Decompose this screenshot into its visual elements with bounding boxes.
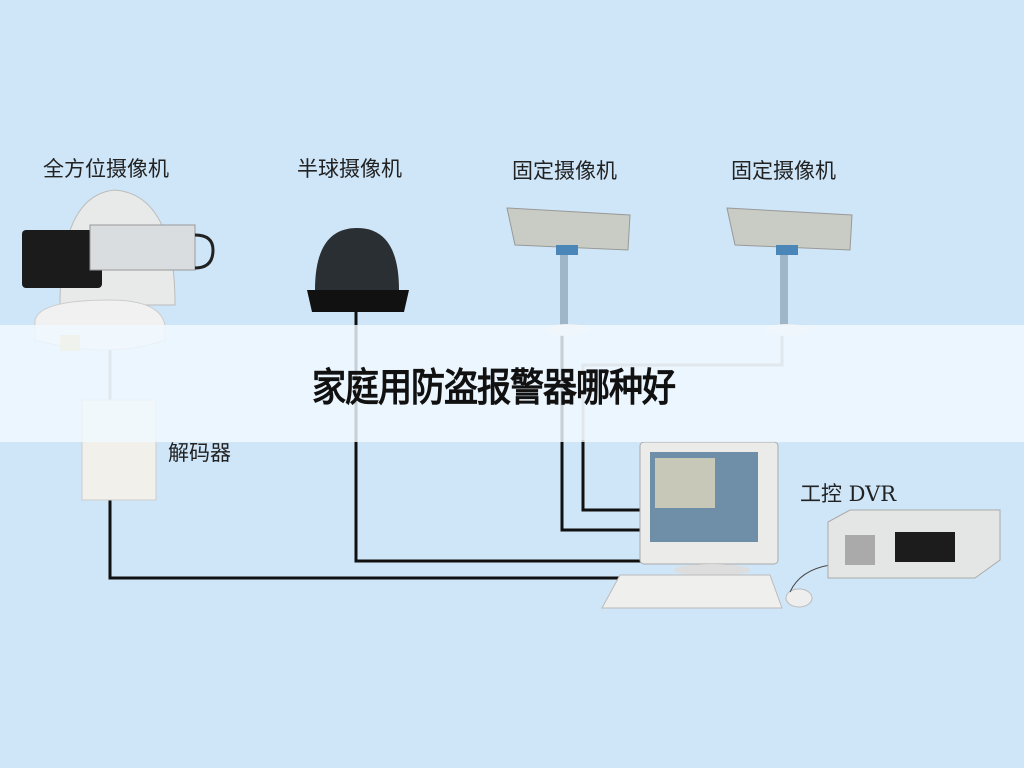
dvr-image: [827, 509, 1001, 579]
fixed-camera-2-image: [726, 207, 853, 336]
label-dome-camera: 半球摄像机: [297, 157, 402, 181]
label-fixed-camera-2: 固定摄像机: [731, 159, 836, 183]
label-fixed-camera-1: 固定摄像机: [512, 159, 617, 183]
dome-camera-image: [307, 228, 409, 312]
label-ptz-camera: 全方位摄像机: [43, 157, 169, 181]
title-band: [0, 325, 1024, 442]
fixed-camera-1-image: [506, 207, 631, 336]
label-dvr: 工控 DVR: [800, 482, 897, 506]
cable-decoder-dvr: [108, 500, 625, 580]
label-decoder: 解码器: [168, 441, 231, 465]
page-title: 家庭用防盗报警器哪种好: [312, 365, 676, 412]
monitor-image: [601, 441, 831, 609]
